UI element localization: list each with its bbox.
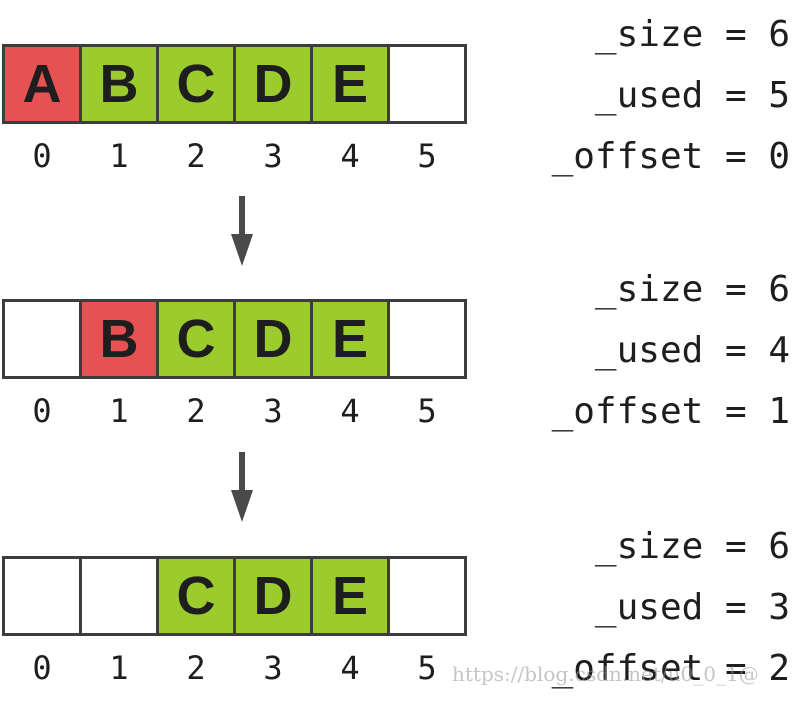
array-cell: A (2, 44, 82, 124)
index-label: 5 (417, 137, 437, 175)
variable-line: _used = 5 (594, 75, 790, 116)
variable-line: _offset = 0 (551, 136, 790, 177)
index-label: 0 (32, 649, 52, 687)
index-label: 0 (32, 392, 52, 430)
index-label: 3 (263, 392, 283, 430)
variable-line: _size = 6 (594, 526, 790, 567)
index-label: 4 (340, 392, 360, 430)
watermark: https://blog.csdn.net/u0_0_1@ (452, 662, 759, 686)
variables: _size = 6 _used = 3 _offset = 2 (552, 516, 790, 699)
array-cell: B (79, 299, 159, 379)
variable-line: _size = 6 (594, 269, 790, 310)
index-label: 2 (186, 137, 206, 175)
array-cell (2, 299, 82, 379)
down-arrow-icon (231, 452, 253, 522)
index-label: 4 (340, 649, 360, 687)
variables: _size = 6 _used = 4 _offset = 1 (552, 259, 790, 442)
array-cell (79, 556, 159, 636)
array-cell: D (233, 44, 313, 124)
index-label: 1 (109, 392, 129, 430)
index-row: 0 1 2 3 4 5 (2, 391, 467, 431)
array-cell (387, 44, 467, 124)
index-label: 1 (109, 649, 129, 687)
array-cell: D (233, 556, 313, 636)
array-cell: D (233, 299, 313, 379)
index-label: 3 (263, 649, 283, 687)
array-cell (2, 556, 82, 636)
variable-line: _used = 3 (594, 587, 790, 628)
array-cell: C (156, 299, 236, 379)
array-cell: E (310, 299, 390, 379)
variable-line: _size = 6 (594, 14, 790, 55)
array-cell: C (156, 44, 236, 124)
array-cell: E (310, 44, 390, 124)
index-label: 1 (109, 137, 129, 175)
array-cell (387, 299, 467, 379)
array-cell: C (156, 556, 236, 636)
index-label: 2 (186, 649, 206, 687)
index-label: 5 (417, 392, 437, 430)
array-cell: B (79, 44, 159, 124)
array-cell: E (310, 556, 390, 636)
array-cell (387, 556, 467, 636)
variable-line: _offset = 1 (551, 391, 790, 432)
index-label: 5 (417, 649, 437, 687)
variable-line: _offset = 2 (551, 648, 790, 689)
index-label: 0 (32, 137, 52, 175)
variables: _size = 6 _used = 5 _offset = 0 (552, 4, 790, 187)
index-row: 0 1 2 3 4 5 (2, 136, 467, 176)
down-arrow-icon (231, 196, 253, 266)
index-label: 4 (340, 137, 360, 175)
index-label: 2 (186, 392, 206, 430)
variable-line: _used = 4 (594, 330, 790, 371)
index-row: 0 1 2 3 4 5 (2, 648, 467, 688)
index-label: 3 (263, 137, 283, 175)
